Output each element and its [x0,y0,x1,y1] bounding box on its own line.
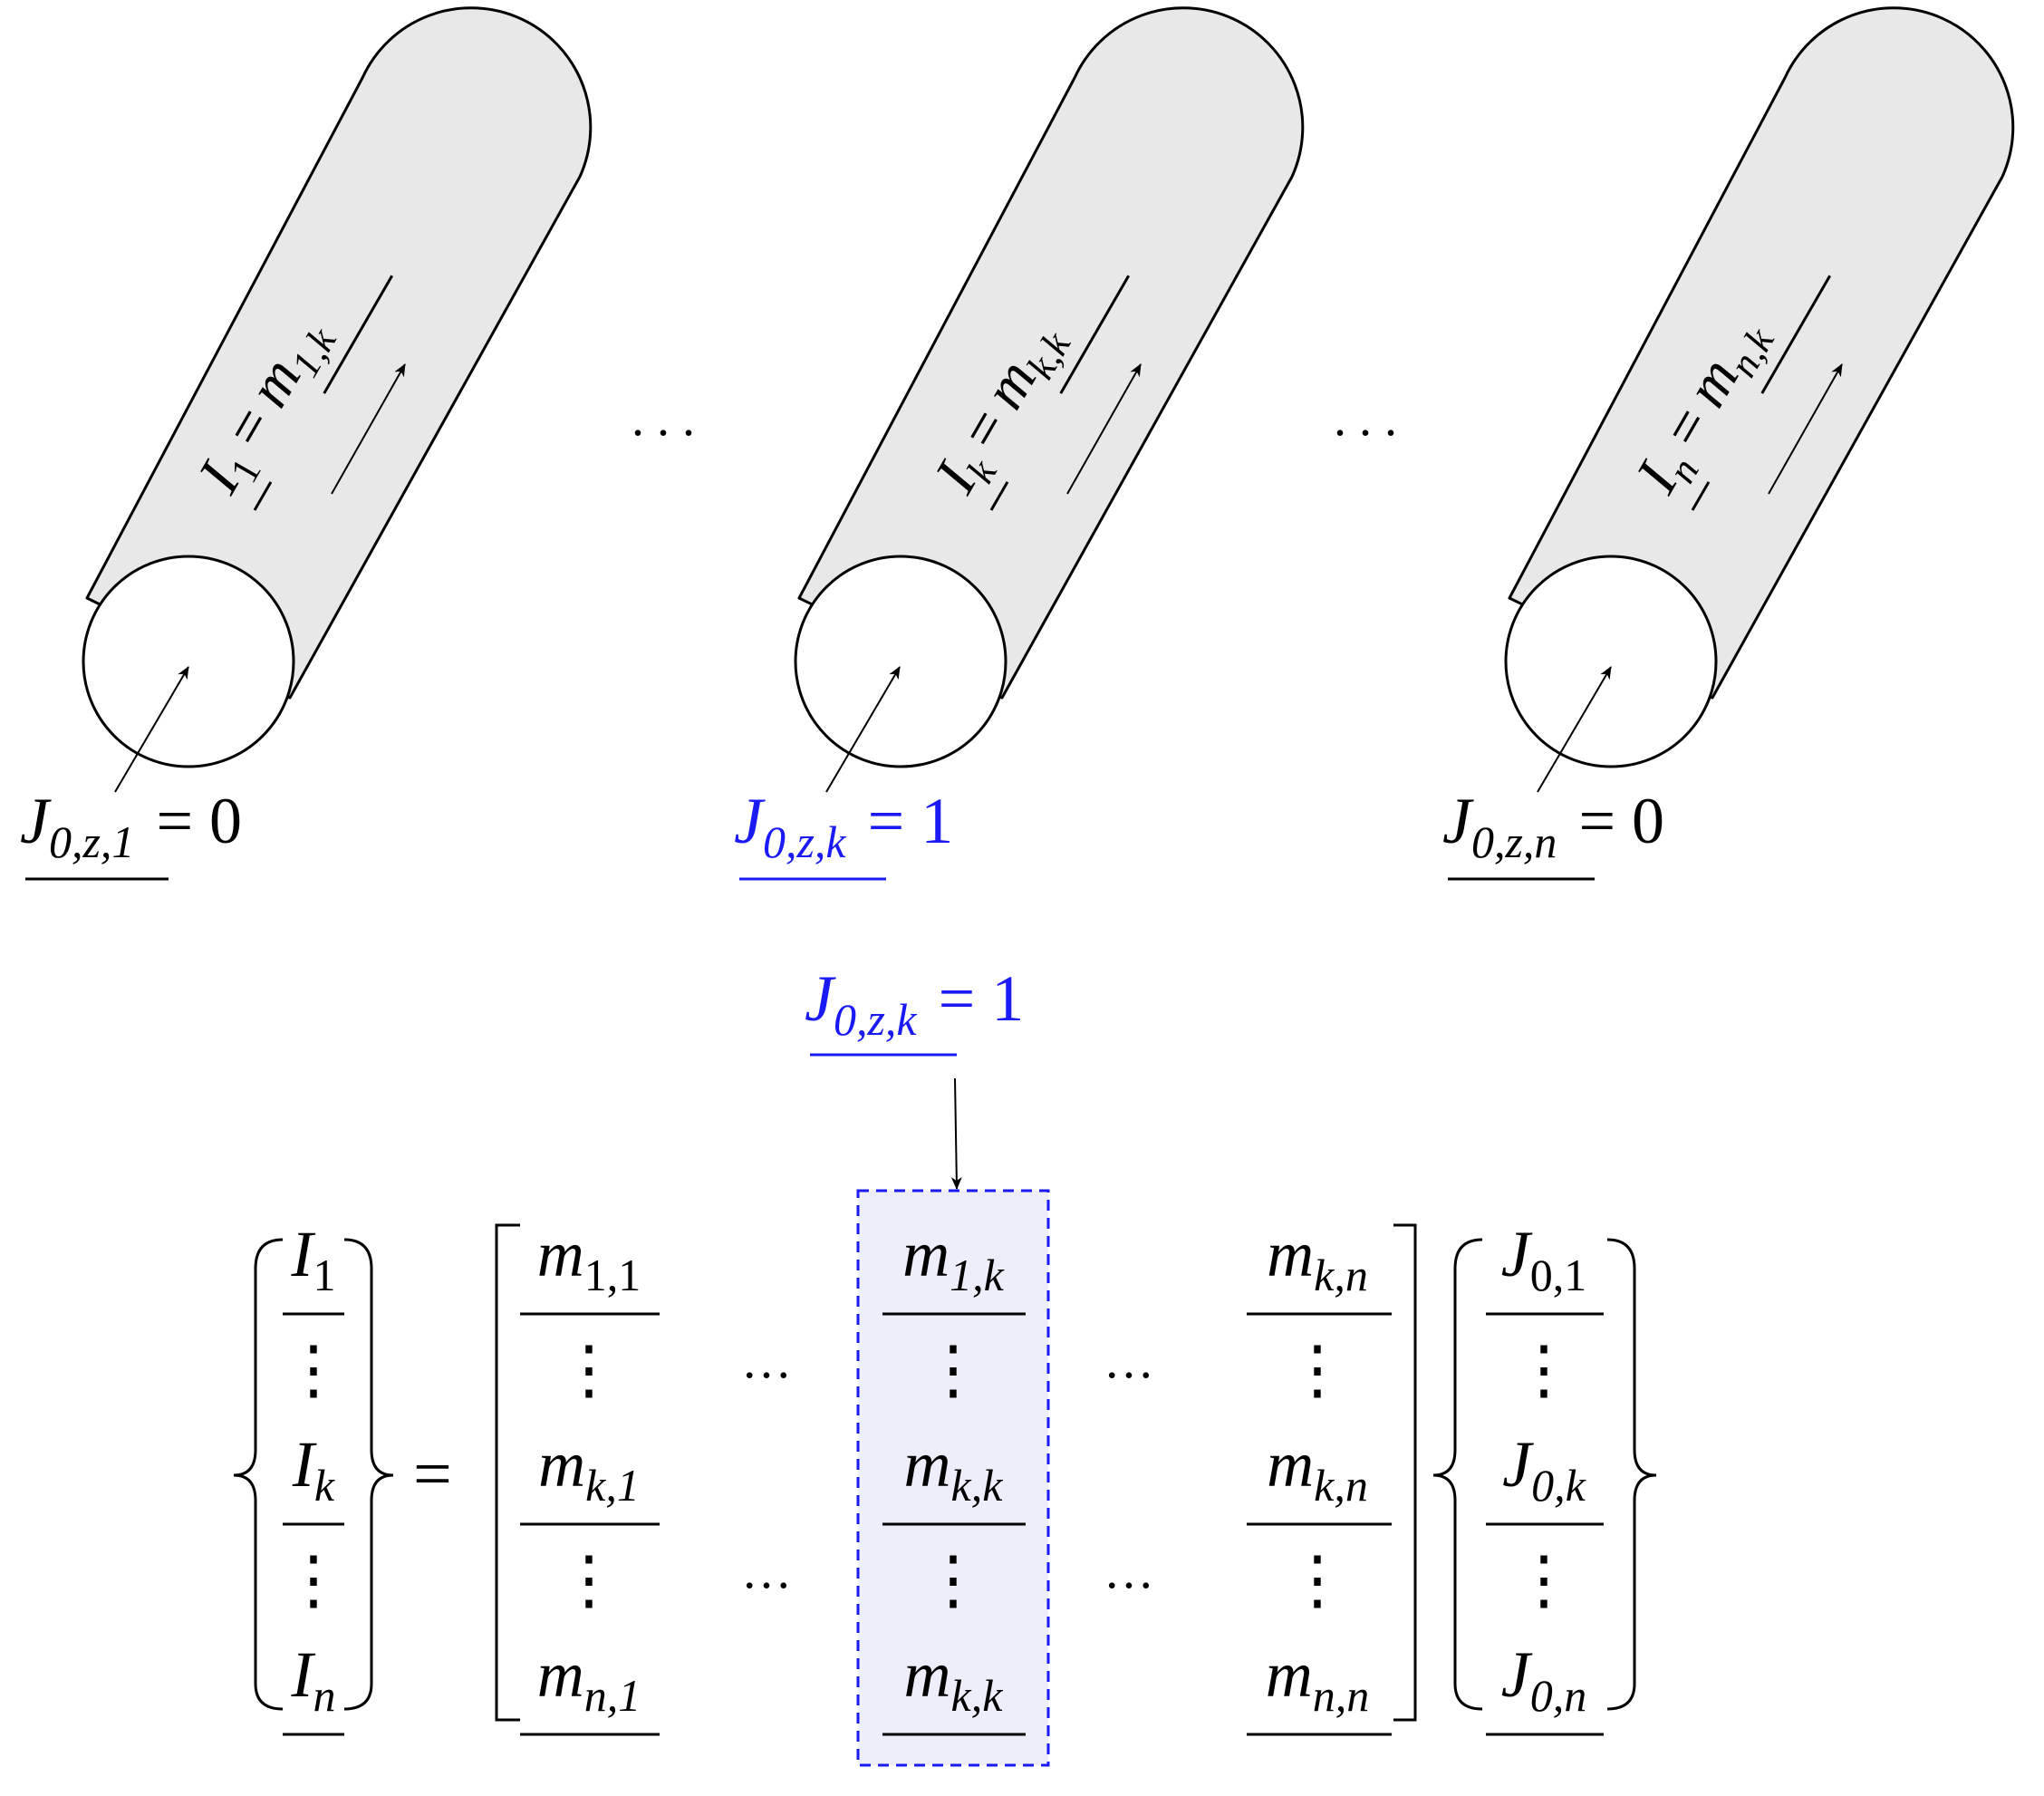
matrix-col-k-entry: mk,k [904,1428,1004,1511]
column-source-arrow [950,1077,962,1190]
ellipsis-right: . . . [1334,391,1397,447]
matrix-col-k-entry: mk,k [904,1638,1004,1721]
matrix-col-n-entry: mn,n [1266,1638,1370,1721]
matrix-col-n-entry: mk,n [1267,1218,1368,1300]
cylinder-1-flow-arrow [331,363,406,495]
lhs-entry: In [291,1638,336,1721]
matrix-left-bracket [495,1223,520,1722]
lhs-left-brace [233,1238,284,1711]
cylinder-n: In=mn,k J0,z,n= 0 [1442,6,2015,881]
matrix-col-k-entry: m1,k [902,1218,1005,1300]
cylinder-1-source-label: J0,z,1= 0 [20,785,242,881]
cylinder-k-source-arrow [825,666,901,793]
matrix-col-k-vdots: ⋮ [921,1544,986,1617]
matrix-col-n-vdots: ⋮ [1285,1334,1350,1406]
cylinder-n-source-arrow [1537,666,1612,793]
cylinder-n-body [1508,6,2015,700]
svg-text:J0,z,n= 0: J0,z,n= 0 [1442,785,1664,867]
column-source-label: J0,z,k= 1 [805,962,1024,1057]
matrix-col-1-vdots: ⋮ [556,1544,622,1617]
matrix-col-1-entry: mn,1 [537,1638,641,1721]
rhs-vdots: ⋮ [1511,1544,1576,1617]
cylinder-k: Ik=mk,k J0,z,k= 1 [734,6,1305,881]
lhs-right-brace [343,1238,394,1711]
svg-text:J0,z,k= 1: J0,z,k= 1 [734,785,953,867]
cylinder-1-end-face [82,555,295,768]
cylinder-n-flow-arrow [1768,363,1843,495]
lhs-entry: I1 [291,1218,336,1300]
matrix-col-n-vdots: ⋮ [1285,1544,1350,1617]
rhs-left-brace [1432,1238,1483,1711]
matrix-col-k-vdots: ⋮ [921,1334,986,1406]
matrix-col-n-entry: mk,n [1267,1428,1368,1511]
cylinder-k-flow-arrow [1066,363,1142,495]
matrix-col-1-entry: mk,1 [538,1428,640,1511]
cylinder-n-end-face [1504,555,1718,768]
matrix-col-1-entry: m1,1 [537,1218,641,1300]
svg-text:J0,z,1= 0: J0,z,1= 0 [20,785,242,867]
matrix-hdots-2: … [1104,1333,1154,1389]
cylinder-1: I1=m1,k J0,z,1= 0 [20,6,593,881]
matrix-hdots-1: … [741,1333,792,1389]
matrix-col-1-vdots: ⋮ [556,1334,622,1406]
cylinder-k-body [797,6,1305,700]
lhs-vdots: ⋮ [281,1334,346,1406]
svg-text:J0,z,k= 1: J0,z,k= 1 [805,962,1024,1045]
highlighted-column-box [856,1189,1050,1767]
cylinder-1-source-arrow [114,666,189,793]
rhs-entry: J0,k [1502,1428,1586,1511]
cylinder-k-end-face [794,555,1008,768]
rhs-entry: J0,n [1501,1638,1586,1721]
matrix-hdots-3: … [741,1543,792,1599]
ellipsis-left: . . . [632,391,695,447]
cylinder-k-source-label: J0,z,k= 1 [734,785,953,881]
lhs-vdots: ⋮ [281,1544,346,1617]
rhs-vdots: ⋮ [1511,1334,1576,1406]
equation-cells: I1 ⋮ Ik ⋮ In m1,1 ⋮ mk,1 ⋮ mn,1 m1,k ⋮ mk,k ⋮ mk,k mk,n… [281,1218,1604,1736]
rhs-right-brace [1606,1238,1657,1711]
matrix-hdots-4: … [1104,1543,1154,1599]
cylinder-n-source-label: J0,z,n= 0 [1442,785,1664,881]
matrix-right-bracket [1393,1223,1417,1722]
lhs-entry: Ik [292,1428,335,1511]
rhs-entry: J0,1 [1501,1218,1586,1300]
cylinder-1-body [85,6,593,700]
equation-equals: = [413,1436,452,1512]
